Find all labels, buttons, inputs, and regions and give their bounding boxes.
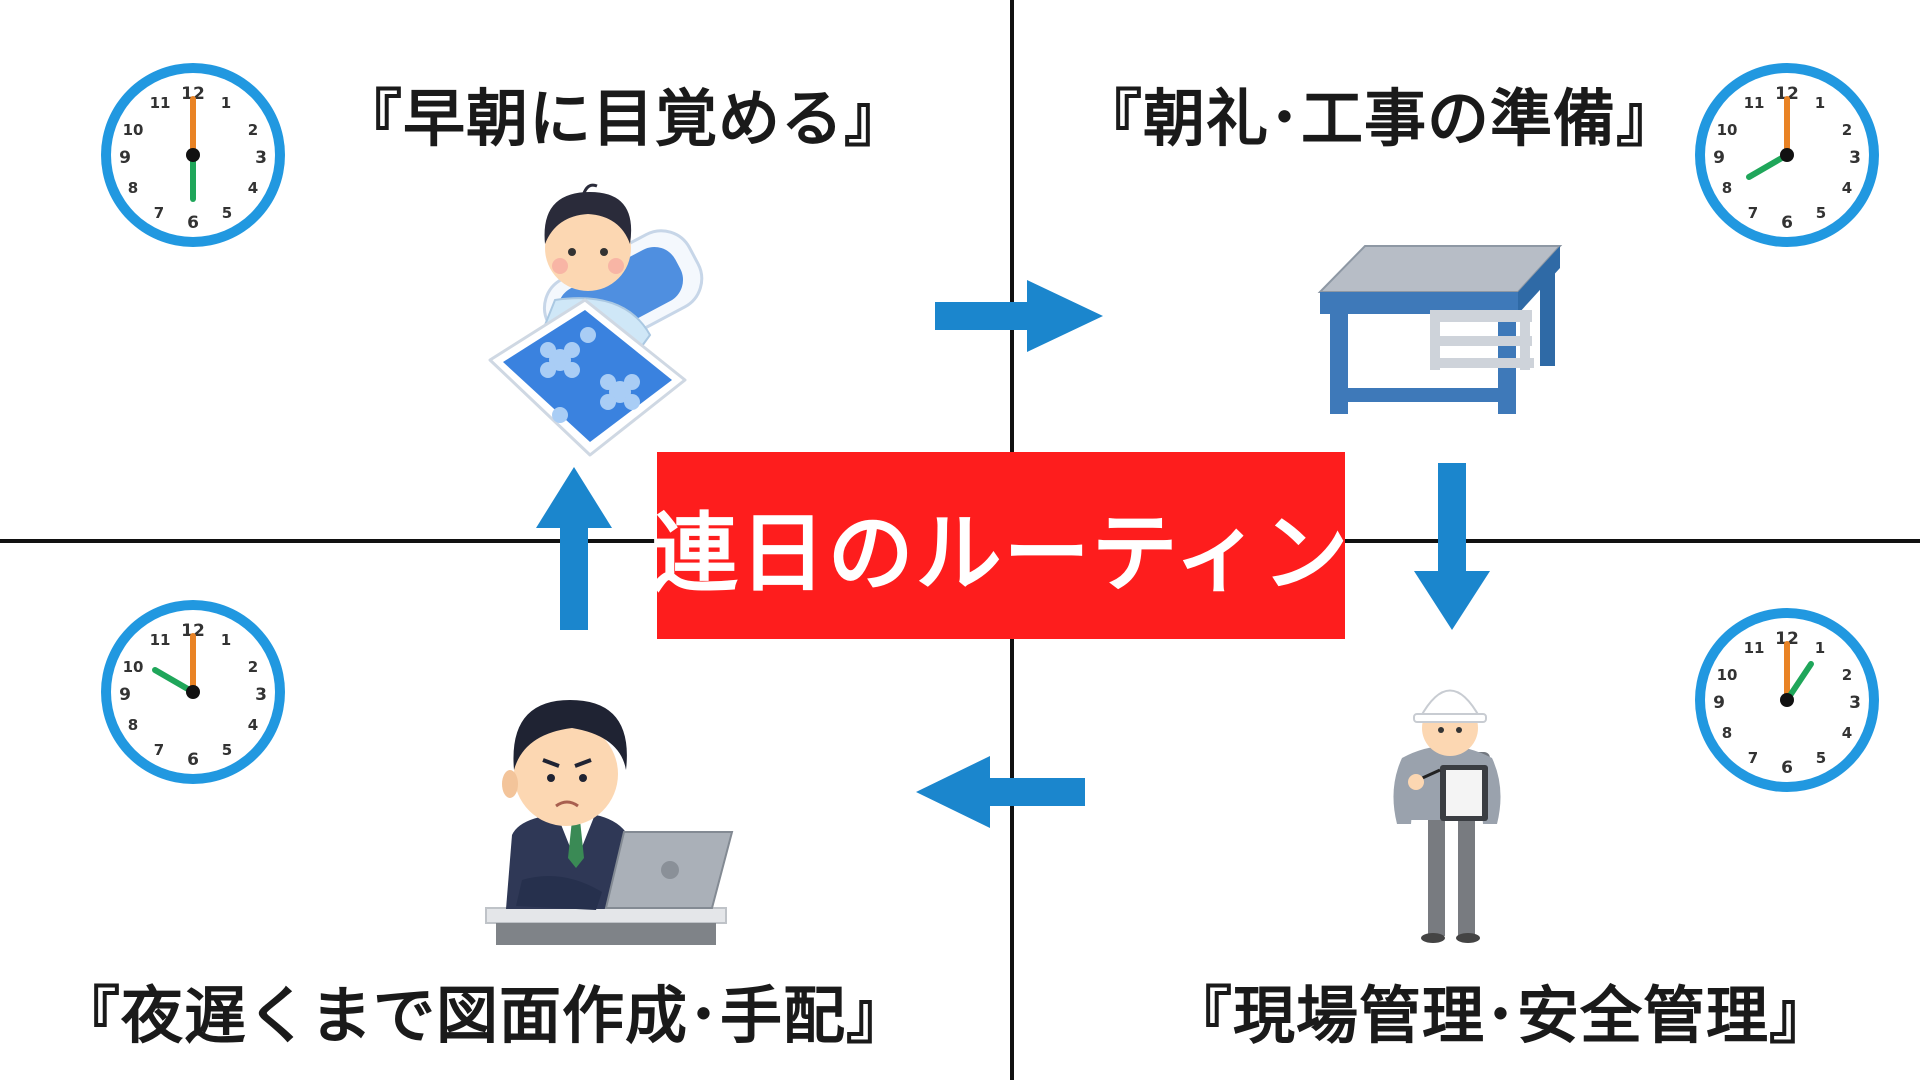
step-label-site-management: 『現場管理･安全管理』	[1170, 979, 1833, 1052]
center-title-banner: 連日のルーティン	[652, 452, 1348, 639]
clock-6-00-icon	[101, 63, 285, 247]
sleeping-boy-futon-icon	[488, 183, 704, 457]
clock-12-10-icon	[1695, 608, 1879, 792]
steel-workbench-icon	[1317, 245, 1563, 414]
arrow-down-icon	[1414, 463, 1490, 630]
office-worker-laptop-icon	[485, 700, 734, 945]
step-label-drawing-work: 『夜遅くまで図面作成･手配』	[58, 979, 910, 1052]
site-supervisor-clipboard-icon	[1393, 689, 1501, 943]
arrow-up-icon	[536, 467, 612, 630]
step-label-wake-up: 『早朝に目覚める』	[340, 82, 908, 155]
arrow-left-icon	[916, 756, 1085, 828]
step-label-morning-meeting: 『朝礼･工事の準備』	[1080, 82, 1680, 155]
clock-8-00-icon	[1695, 63, 1879, 247]
arrow-right-icon	[935, 280, 1103, 352]
center-title: 連日のルーティン	[651, 504, 1351, 604]
clock-22-00-icon	[101, 600, 285, 784]
